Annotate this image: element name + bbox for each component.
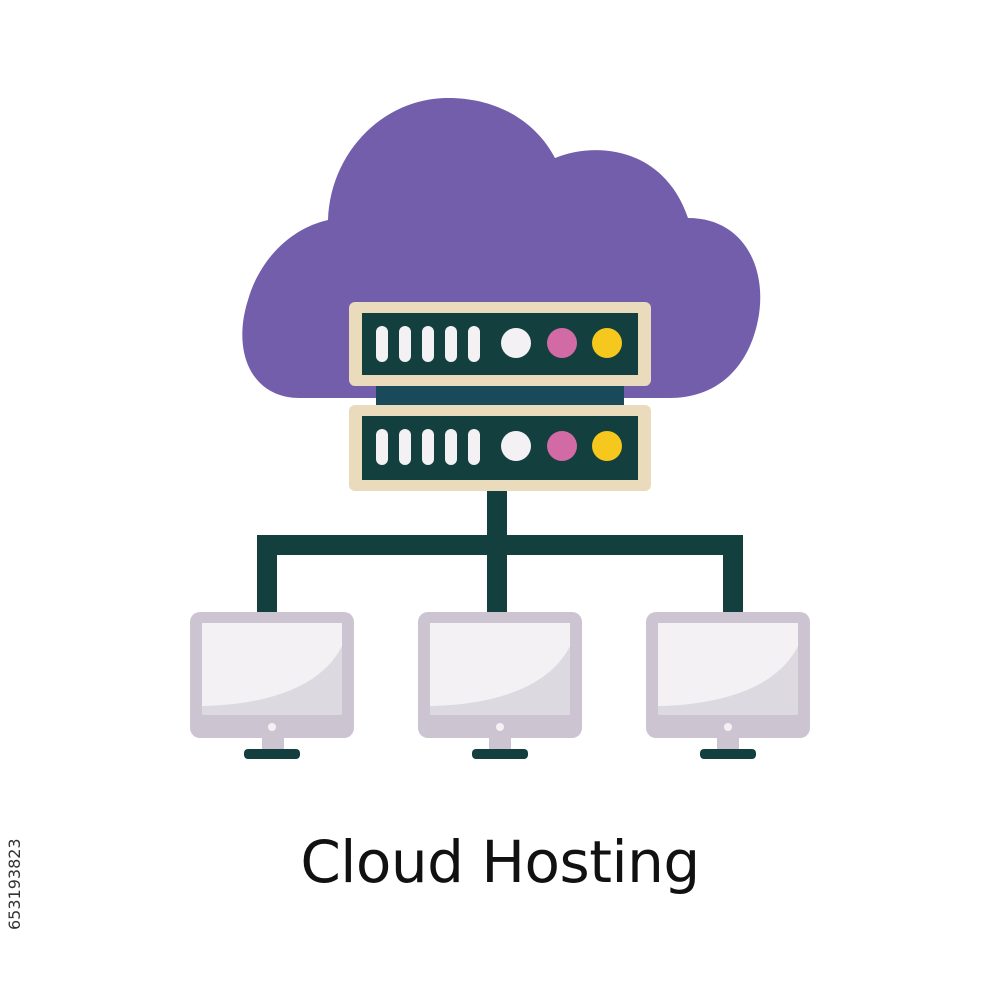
status-led-pink [547, 431, 577, 461]
server-unit-bottom [349, 405, 651, 491]
status-led-yellow [592, 328, 622, 358]
monitor-right [646, 612, 810, 759]
network-lines [257, 491, 743, 614]
status-led-white [501, 431, 531, 461]
monitor-left [190, 612, 354, 759]
caption-title: Cloud Hosting [300, 828, 700, 896]
monitor-center [418, 612, 582, 759]
status-led-pink [547, 328, 577, 358]
status-led-white [501, 328, 531, 358]
status-led-yellow [592, 431, 622, 461]
stock-id-label: 653193823 [5, 838, 24, 930]
server-unit-top [349, 302, 651, 386]
server-connector [376, 386, 624, 406]
